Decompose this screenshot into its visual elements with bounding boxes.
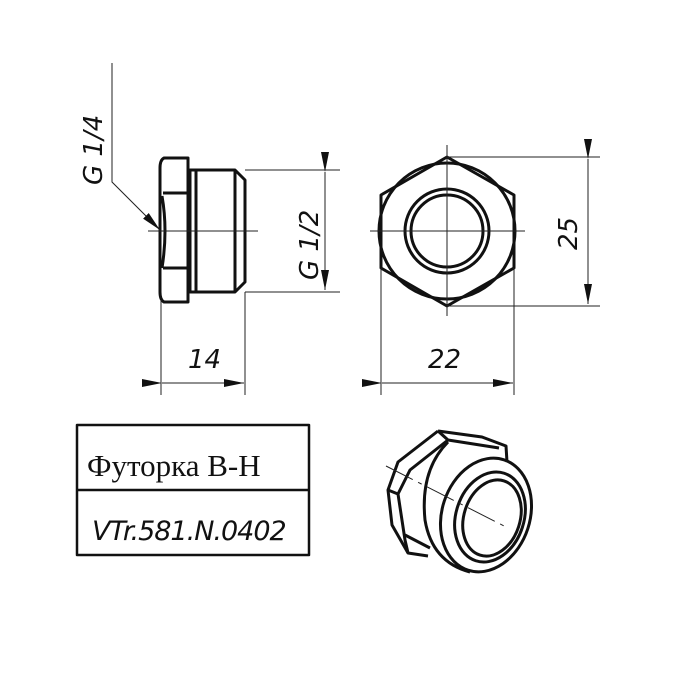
dim-hex-width: 22	[428, 345, 461, 375]
dim-inner-thread: G 1/4	[79, 115, 109, 185]
part-number: VTr.581.N.0402	[92, 516, 286, 547]
part-title: Футорка В-Н	[87, 448, 261, 483]
dim-length: 14	[188, 345, 221, 375]
side-view: G 1/4 G 1/2 14	[79, 63, 340, 395]
dim-outer-thread: G 1/2	[295, 210, 325, 280]
dim-across-corners: 25	[554, 217, 584, 250]
title-block: Футорка В-Н VTr.581.N.0402	[75, 423, 311, 557]
isometric-view	[385, 429, 534, 574]
front-view: 25 22	[362, 139, 600, 395]
